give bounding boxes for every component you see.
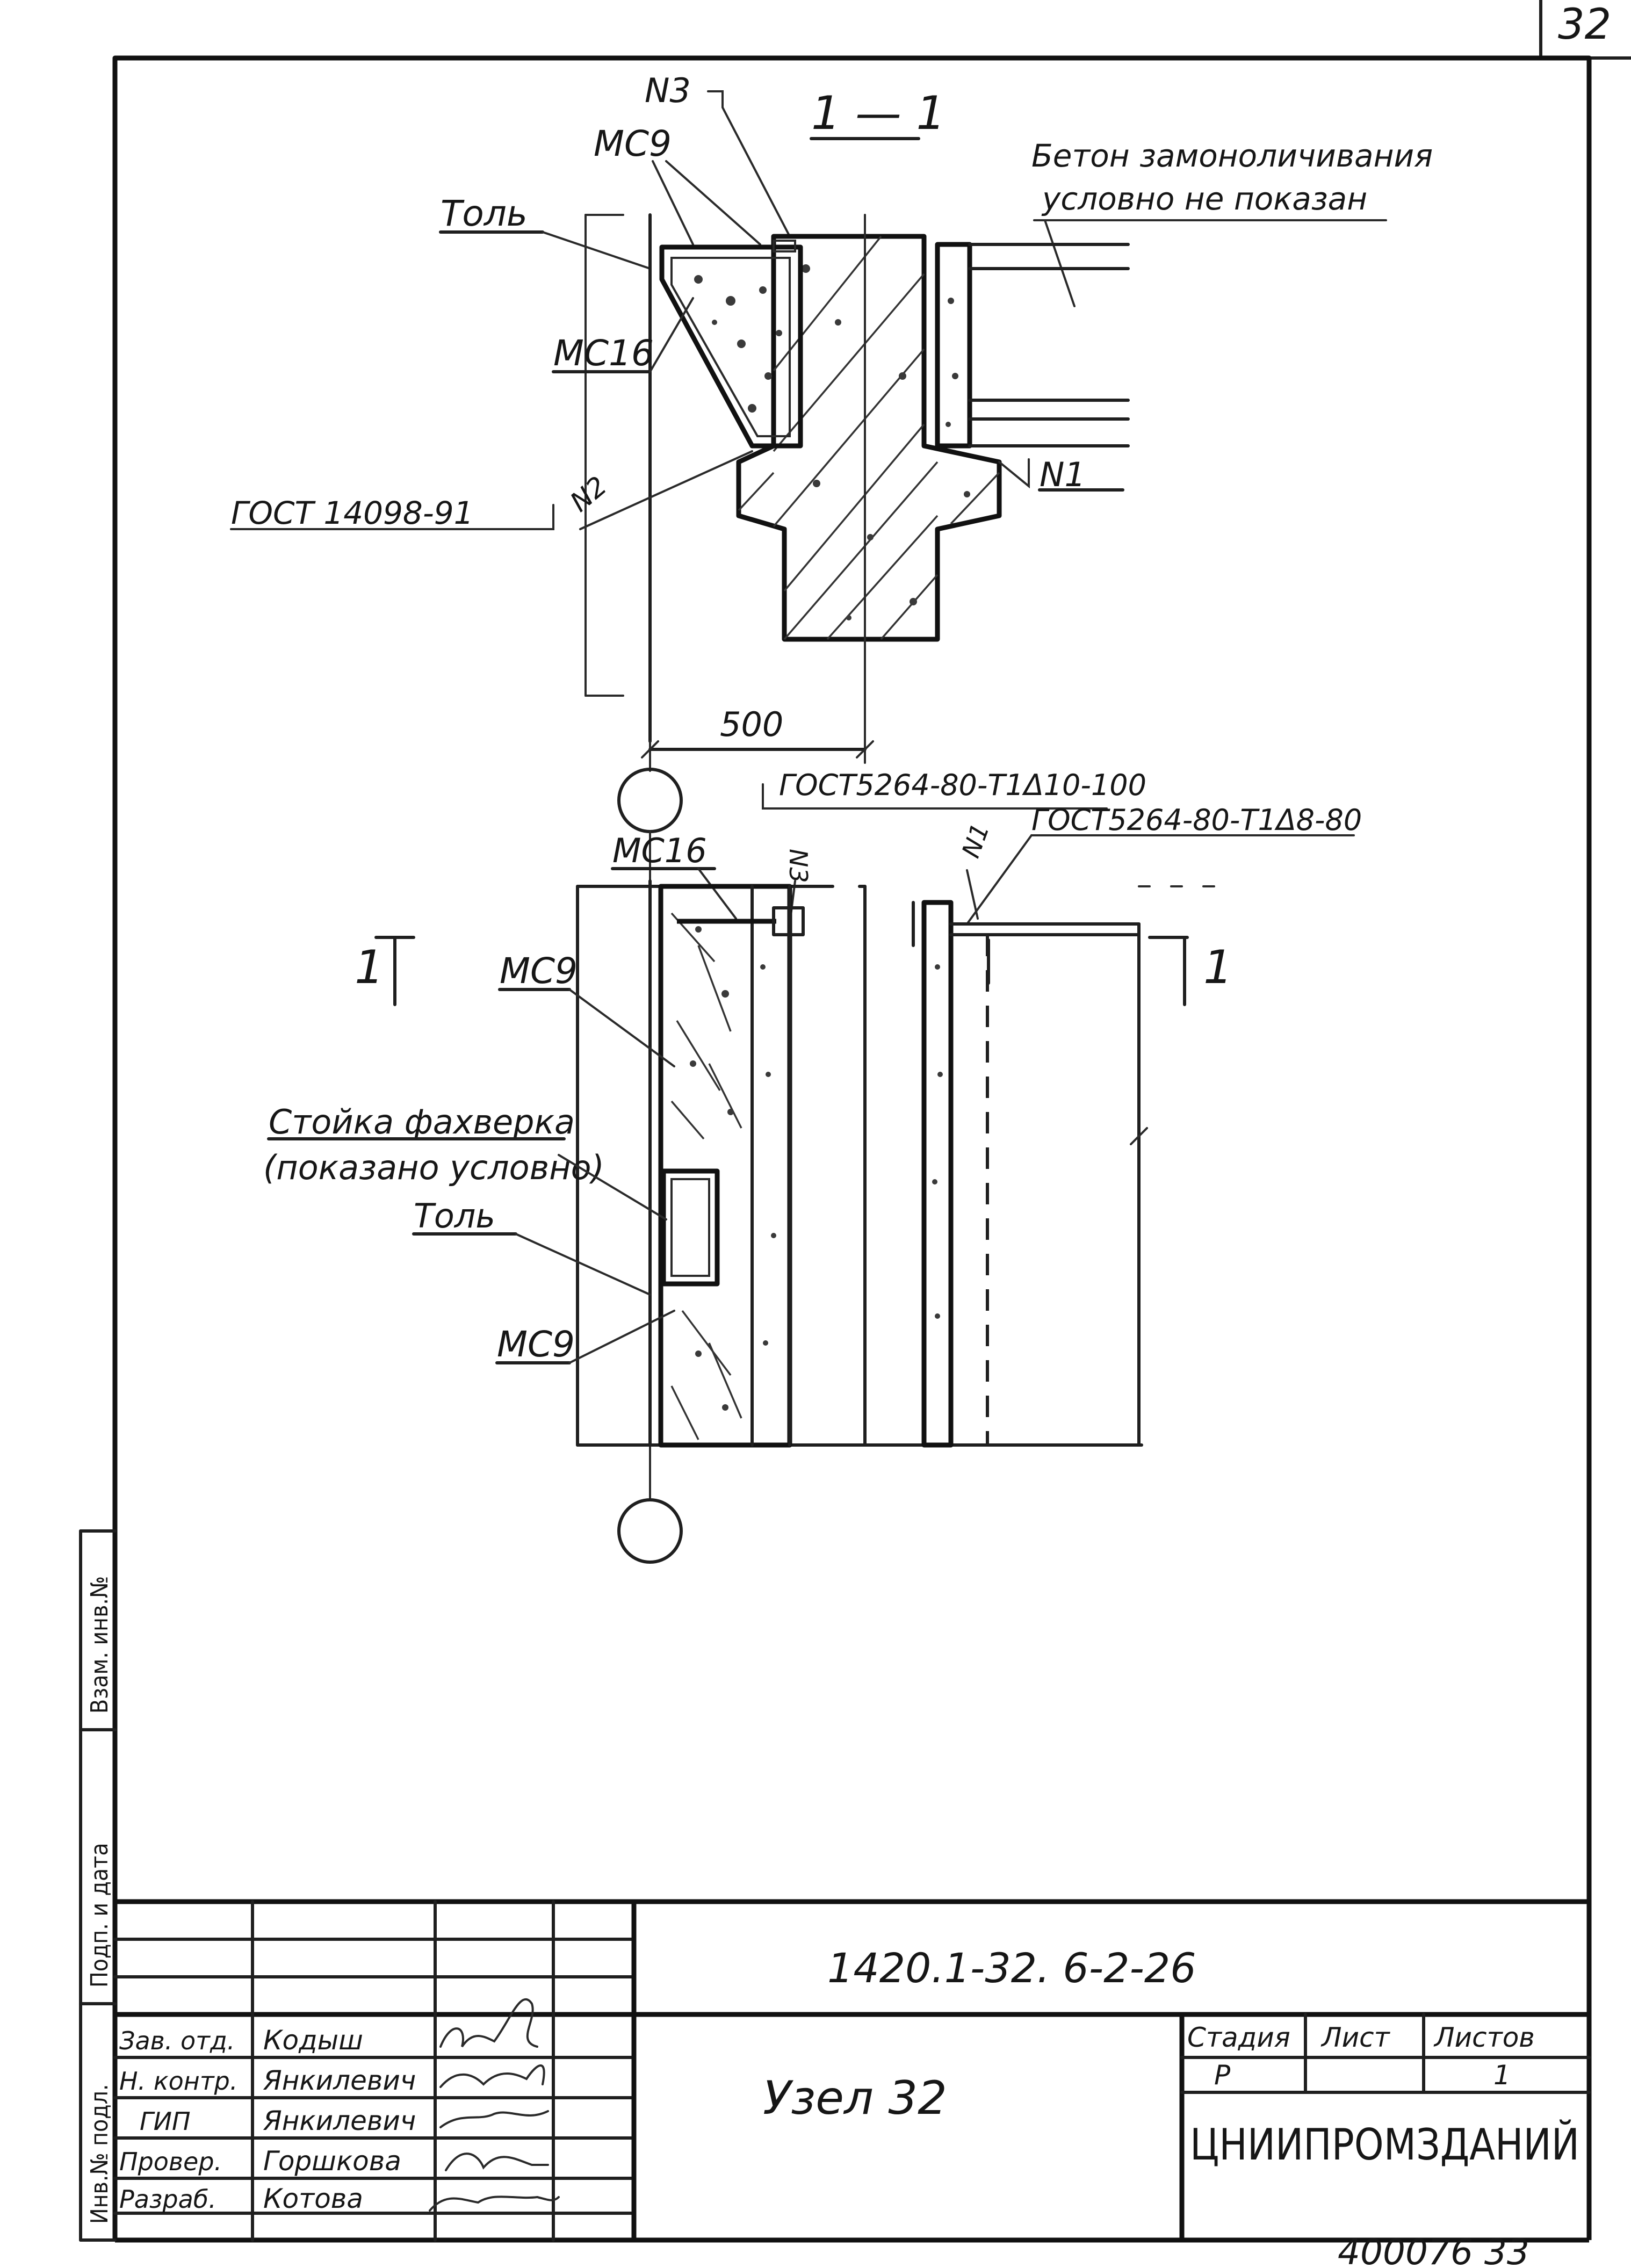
node-name: Узел 32	[763, 2071, 947, 2125]
post-label-line1: Стойка фахверка	[269, 1102, 575, 1142]
title-block: 1420.1-32. 6-2-26 Узел 32 Стадия Лист Ли…	[113, 1899, 1591, 2242]
staff-role-2: Н. контр.	[119, 2067, 237, 2096]
sheets-value: 1	[1493, 2060, 1511, 2091]
label-mc9-top: МС9	[594, 123, 672, 164]
gost-14098-label: ГОСТ 14098-91	[231, 495, 474, 531]
gost-5264-b: ГОСТ5264-80-Т1Δ8-80	[1031, 803, 1362, 837]
label-n3-elev: N3	[784, 849, 813, 883]
drawing-frame	[112, 55, 1592, 2243]
label-mc16-elev: МС16	[612, 831, 707, 870]
signature-4	[445, 2153, 549, 2171]
sheet-header: Лист	[1320, 2022, 1391, 2053]
corner-sheet-box: 32	[1539, 0, 1631, 60]
side-cell-vzam-inv: Взам. инв.№	[86, 1576, 113, 1714]
staff-role-3: ГИП	[140, 2107, 191, 2136]
dimension-500: 500	[720, 705, 783, 744]
doc-code: 1420.1-32. 6-2-26	[827, 1944, 1196, 1992]
corner-sheet-number: 32	[1558, 1, 1611, 49]
staff-name-4: Горшкова	[263, 2146, 401, 2177]
label-mc9-elev-bottom: МС9	[497, 1324, 575, 1365]
concrete-note-line2: условно не показан	[1041, 180, 1367, 217]
cut-mark-left: 1	[355, 941, 384, 994]
axis-circle-top	[617, 768, 683, 833]
side-strip: Инв.№ подл. Подп. и дата Взам. инв.№	[79, 1529, 117, 2242]
signature-2	[439, 2064, 545, 2088]
staff-role-5: Разраб.	[119, 2185, 216, 2214]
label-n2: N2	[564, 470, 612, 518]
section-title: N3	[645, 71, 691, 110]
gost-5264-a: ГОСТ5264-80-Т1Δ10-100	[779, 768, 1146, 802]
label-n1-elev: N1	[956, 819, 995, 861]
post-rectangle	[661, 1168, 720, 1287]
staff-name-3: Янкилевич	[263, 2105, 416, 2136]
elevation-view: ГОСТ5264-80-Т1Δ10-100 ГОСТ5264-80-Т1Δ8-8…	[263, 768, 1362, 1448]
stage-header: Стадия	[1187, 2022, 1290, 2053]
org-name: ЦНИИПРОМЗДАНИЙ	[1190, 2119, 1579, 2170]
label-mc9-elev-top: МС9	[500, 950, 578, 992]
concrete-note-line1: Бетон замоноличивания	[1031, 138, 1433, 174]
signature-5	[429, 2195, 560, 2212]
staff-name-1: Кодыш	[263, 2025, 363, 2056]
section-view-title: 1 — 1	[811, 86, 946, 140]
signatures	[429, 1998, 560, 2212]
side-cell-podp-data: Подп. и дата	[86, 1843, 113, 1988]
stage-value: Р	[1214, 2060, 1231, 2091]
side-cell-inv-podl: Инв.№ подл.	[86, 2084, 113, 2224]
staff-role-4: Провер.	[119, 2147, 222, 2176]
archive-number: 400076 33	[1338, 2231, 1529, 2268]
label-mc16-section: МС16	[553, 333, 654, 374]
staff-name-5: Котова	[263, 2183, 363, 2214]
label-tol-section: Толь	[441, 193, 528, 234]
staff-role-1: Зав. отд.	[119, 2026, 235, 2055]
cut-mark-right: 1	[1203, 941, 1233, 994]
label-tol-elev: Толь	[414, 1196, 495, 1236]
signature-3	[439, 2110, 549, 2128]
axis-markers	[617, 762, 683, 1564]
post-label-line2: (показано условно)	[263, 1148, 604, 1187]
section-1-1: N3 1 — 1 МС9 Толь Бетон замоноличивания …	[230, 71, 1433, 764]
label-n1-section: N1	[1040, 455, 1086, 494]
sheets-header: Листов	[1433, 2022, 1535, 2053]
axis-circle-bottom	[617, 1498, 683, 1564]
staff-name-2: Янкилевич	[263, 2065, 416, 2096]
signature-1	[439, 1998, 538, 2048]
